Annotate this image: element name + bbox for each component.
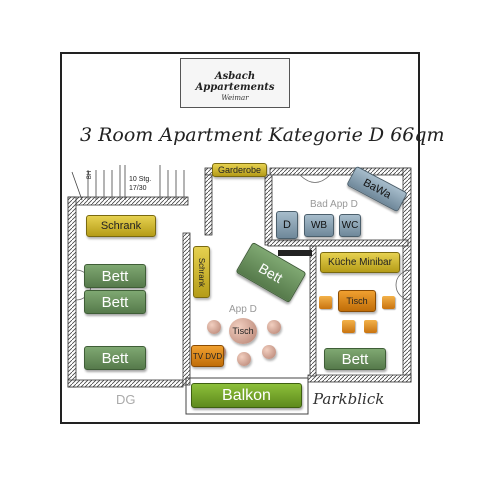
schrank-mid: Schrank [193,246,210,298]
staircase [71,165,185,201]
door-arc-bath [299,174,331,183]
wall-bath-bottom [267,239,409,247]
wall-bottom-right [307,374,412,383]
room-bath-label: Bad App D [310,199,358,210]
logo-title: Asbach Appartements [195,71,275,93]
tv-dvd: TV DVD [191,345,224,367]
stair-count: 10 Stg. [129,176,152,183]
balcony-outline [185,377,309,415]
bett-3: Bett [84,346,146,370]
bett-2: Bett [84,290,146,314]
stair-size: 17/30 [129,185,147,192]
logo-subtitle: Weimar [221,94,249,102]
room-main-label: App D [229,304,257,315]
chair [319,296,332,309]
stool [207,320,221,334]
balkon: Balkon [191,383,302,408]
chair [342,320,355,333]
wall-bottom-left [67,379,184,388]
stool [262,345,276,359]
chair [382,296,395,309]
door-arc-right [395,269,412,301]
floor-label-dg: DG [116,392,136,407]
chair [364,320,377,333]
tisch-center: Tisch [229,318,257,344]
wall-bath-left [264,174,273,246]
wash-basin: WB [304,214,334,237]
bett-4: Bett [324,348,386,370]
wall-right [402,167,412,383]
logo: Asbach Appartements Weimar [180,58,290,108]
toilet: WC [339,214,361,237]
tisch-right: Tisch [338,290,376,312]
wall-top-right [269,167,411,176]
wall-kitchen-left [309,245,317,377]
schrank-mid-label: Schrank [197,257,207,287]
shower-d: D [276,211,298,239]
bett-1: Bett [84,264,146,288]
wall-mid-vertical [182,232,191,386]
garderobe: Garderobe [212,163,267,177]
plan-title: 3 Room Apartment Kategorie D 66qm [80,124,445,146]
wall-mid-stub [204,174,213,236]
kueche-minibar: Küche Minibar [320,252,400,273]
wall-top-left [67,196,189,206]
view-label-parkblick: Parkblick [313,390,385,408]
stool [237,352,251,366]
heater [278,250,312,256]
stool [267,320,281,334]
stair-side-text: BH [87,170,94,180]
schrank-left: Schrank [86,215,156,237]
wall-left [67,196,77,388]
